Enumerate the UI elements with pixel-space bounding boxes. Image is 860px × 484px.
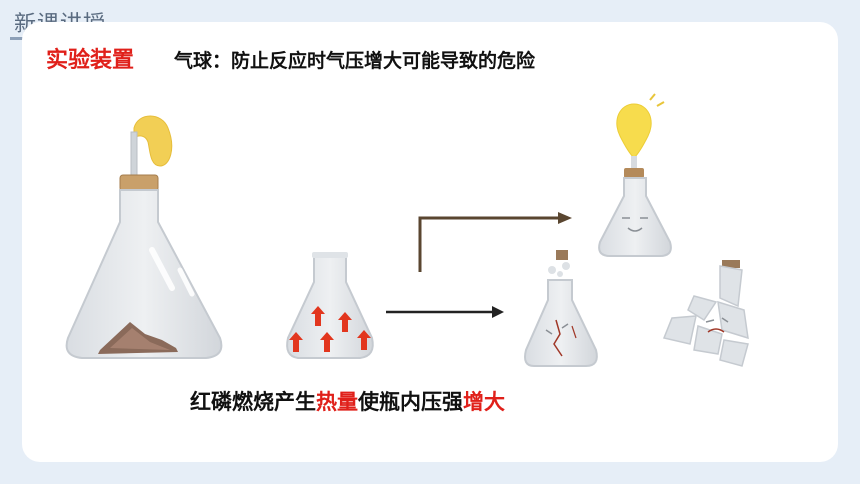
up-arrow-icon — [338, 312, 352, 332]
shattered-flask — [662, 260, 749, 367]
subtitle: 气球：防止反应时气压增大可能导致的危险 — [174, 50, 536, 72]
stopper — [119, 174, 159, 192]
arrow-head-icon — [492, 306, 504, 318]
conclusion-part1: 红磷燃烧产生 — [190, 390, 316, 414]
bright-balloon-icon — [616, 103, 652, 159]
large-flask — [65, 115, 223, 359]
up-arrow-icon — [357, 330, 371, 350]
conclusion-part3: 使瓶内压强 — [358, 390, 463, 414]
balloon-icon — [133, 115, 173, 167]
heated-flask — [286, 252, 374, 359]
up-arrow-icon — [289, 332, 303, 352]
section-title: 实验装置 — [46, 48, 135, 73]
conclusion-highlight-heat: 热量 — [316, 390, 358, 414]
conclusion-highlight-increase: 增大 — [463, 390, 505, 414]
flow-arrows — [386, 212, 572, 318]
flask-with-balloon — [598, 93, 672, 257]
arrow-up-right — [418, 216, 560, 272]
conclusion-text: 红磷燃烧产生热量使瓶内压强增大 — [190, 386, 505, 416]
up-arrow-icon — [320, 332, 334, 352]
up-arrow-icon — [311, 306, 325, 326]
cracking-flask — [524, 250, 598, 367]
arrow-head-icon — [558, 212, 572, 224]
pressure-arrows — [289, 306, 371, 352]
